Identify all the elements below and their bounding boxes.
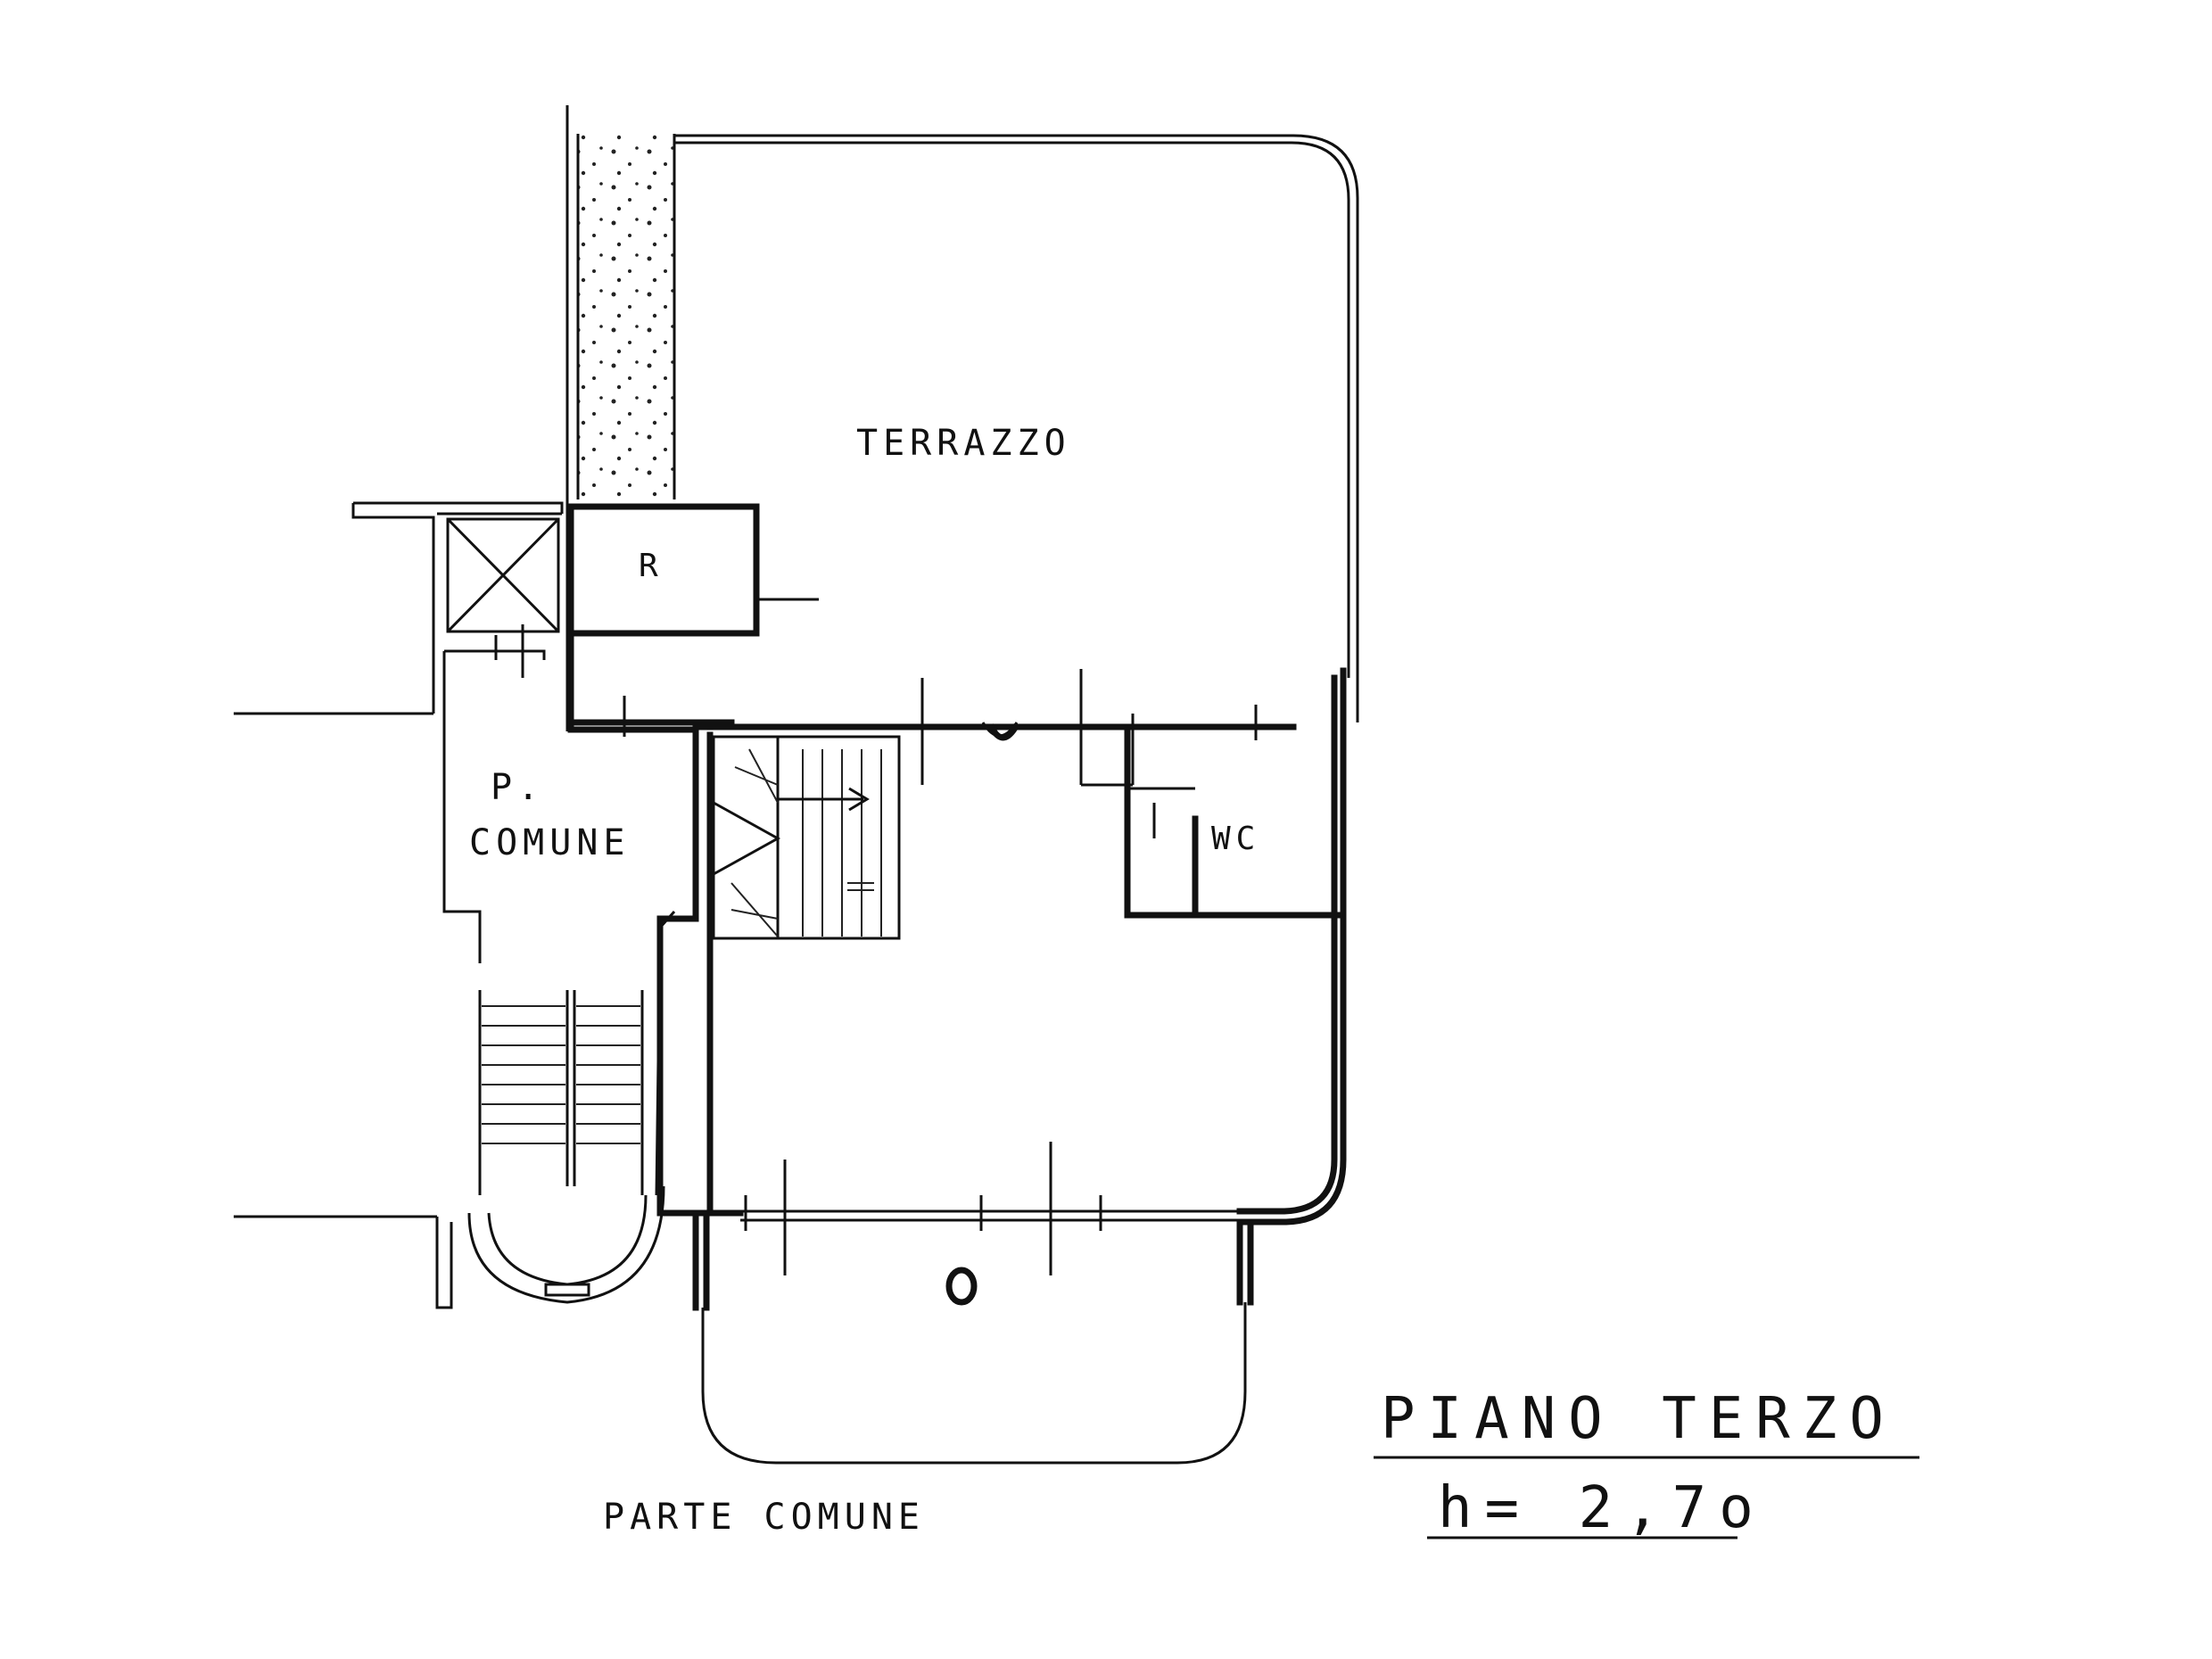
floor-title: PIANO TERZO <box>1381 1386 1896 1452</box>
terrace-outline <box>674 134 1359 722</box>
storage-room <box>567 503 819 637</box>
ceiling-height: h= 2,7o <box>1438 1475 1766 1541</box>
adjacent-building <box>234 501 564 1309</box>
stair-treads-internal <box>730 748 882 937</box>
common-area-label-top: P. <box>491 767 544 808</box>
wc-room <box>1124 723 1341 919</box>
balcony <box>701 1267 1247 1465</box>
apartment-walls <box>567 667 1347 1311</box>
common-area-label-bottom: COMUNE <box>469 822 631 863</box>
internal-stair <box>712 735 901 940</box>
wc-label: WC <box>1211 821 1260 857</box>
storage-label: R <box>639 548 664 584</box>
common-stair <box>467 990 665 1304</box>
stair-treads-common <box>482 1005 640 1144</box>
window-marks <box>623 669 1258 1275</box>
elevator-shaft <box>437 512 562 633</box>
common-part-label: PARTE COMUNE <box>603 1497 925 1538</box>
terrace-label: TERRAZZO <box>856 423 1071 464</box>
planter-strip <box>565 105 676 731</box>
